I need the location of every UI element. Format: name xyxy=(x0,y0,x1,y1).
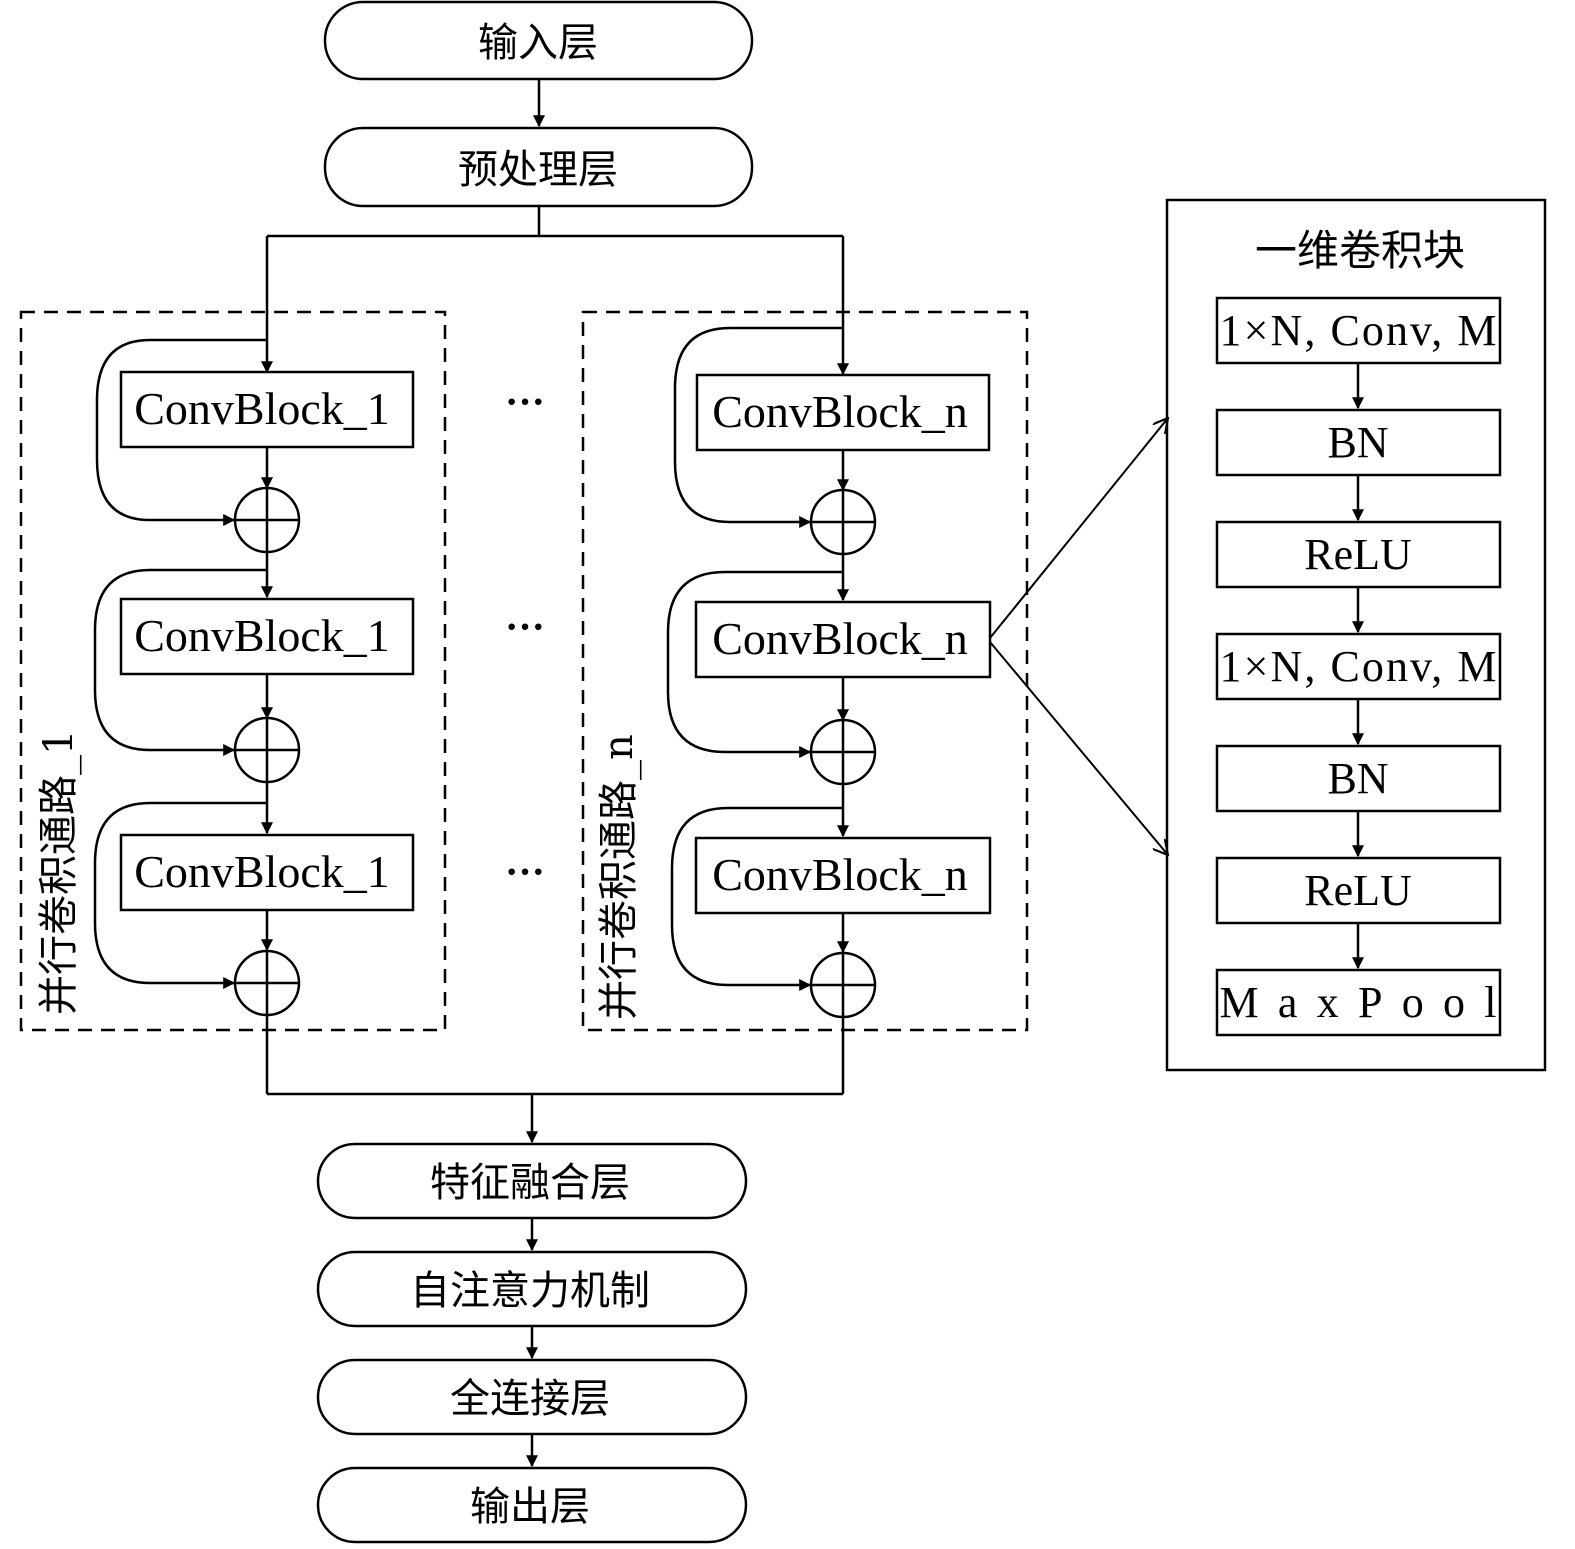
detail-layer-label: 1×N, Conv, M xyxy=(1220,642,1497,691)
merge-connector xyxy=(267,1092,843,1468)
conv1d-block-detail: 一维卷积块 xyxy=(1165,198,1547,1072)
ellipsis: ··· xyxy=(505,604,545,649)
conv-block-label: ConvBlock_n xyxy=(712,849,968,900)
detail-layer-label: BN xyxy=(1327,418,1388,467)
detail-layer-5: ReLU xyxy=(1215,856,1502,925)
detail-layer-stack: 1×N, Conv, M BN ReLU 1×N, Conv, M BN ReLU MaxP… xyxy=(1215,296,1502,1037)
detail-layer-label: 1×N, Conv, M xyxy=(1220,306,1497,355)
conv-block-label: ConvBlock_n xyxy=(712,613,968,664)
conv-block-n-2: ConvBlock_n xyxy=(694,600,992,679)
feature-fusion-label: 特征融合层 xyxy=(430,1160,630,1206)
add-node-1-3 xyxy=(233,949,301,1017)
detail-layer-label: ReLU xyxy=(1304,530,1412,579)
detail-layer-6: MaxPool xyxy=(1215,968,1502,1037)
add-node-1-2 xyxy=(233,716,301,784)
add-node-n-3 xyxy=(809,951,877,1019)
detail-title: 一维卷积块 xyxy=(1255,226,1465,275)
conv-block-n-1: ConvBlock_n xyxy=(695,373,991,452)
ellipsis: ··· xyxy=(505,849,545,894)
output-layer-node: 输出层 xyxy=(316,1466,748,1544)
detail-layer-label: BN xyxy=(1327,754,1388,803)
split-connector xyxy=(261,206,849,376)
input-layer-label: 输入层 xyxy=(478,20,598,66)
path-1-label: 并行卷积通路_1 xyxy=(36,730,82,1015)
ellipsis: ··· xyxy=(505,379,545,424)
output-layer-label: 输出层 xyxy=(470,1484,590,1530)
path-n-label: 并行卷积通路_n xyxy=(596,734,642,1020)
detail-layer-4: BN xyxy=(1215,744,1502,813)
detail-callout-lines xyxy=(989,418,1168,855)
detail-layer-2: ReLU xyxy=(1215,520,1502,589)
conv-block-1-3: ConvBlock_1 xyxy=(119,833,415,912)
detail-layer-0: 1×N, Conv, M xyxy=(1215,296,1502,365)
parallel-path-n: 并行卷积通路_n ConvBlock_n ConvBlock_n ConvBlo… xyxy=(581,310,1029,1094)
self-attention-label: 自注意力机制 xyxy=(410,1268,650,1314)
conv-block-n-3: ConvBlock_n xyxy=(694,836,992,915)
conv-block-label: ConvBlock_1 xyxy=(134,610,390,661)
conv-block-1-1: ConvBlock_1 xyxy=(119,370,415,449)
parallel-path-1: 并行卷积通路_1 ConvBlock_1 ConvBlock_1 ConvBlo… xyxy=(19,310,447,1094)
fully-connected-node: 全连接层 xyxy=(316,1358,748,1436)
conv-block-label: ConvBlock_1 xyxy=(134,846,390,897)
feature-fusion-node: 特征融合层 xyxy=(316,1142,748,1220)
path-n-dashed-frame xyxy=(581,310,1029,1032)
detail-layer-label: ReLU xyxy=(1304,866,1412,915)
conv-block-1-2: ConvBlock_1 xyxy=(119,597,415,676)
input-layer-node: 输入层 xyxy=(323,0,754,81)
path-1-dashed-frame xyxy=(19,310,447,1032)
add-node-n-2 xyxy=(809,718,877,786)
self-attention-node: 自注意力机制 xyxy=(316,1250,748,1328)
conv-block-label: ConvBlock_n xyxy=(712,386,968,437)
add-node-n-1 xyxy=(809,488,877,556)
fully-connected-label: 全连接层 xyxy=(450,1376,610,1422)
detail-layer-1: BN xyxy=(1215,408,1502,477)
preprocess-layer-node: 预处理层 xyxy=(323,126,754,208)
preprocess-layer-label: 预处理层 xyxy=(458,147,618,193)
detail-layer-3: 1×N, Conv, M xyxy=(1215,632,1502,701)
add-node-1-1 xyxy=(233,486,301,554)
conv-block-label: ConvBlock_1 xyxy=(134,383,390,434)
